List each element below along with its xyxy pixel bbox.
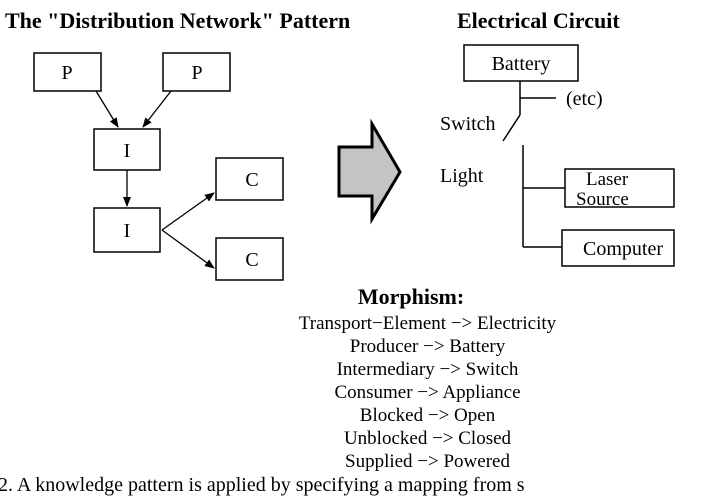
consumer-label-2: C <box>245 249 258 271</box>
morphism-item: Producer −> Battery <box>349 336 506 357</box>
intermediary-box-2: I <box>93 207 161 253</box>
laser-label-line1: Laser <box>586 169 629 190</box>
morphism-item: Consumer −> Appliance <box>334 382 521 403</box>
laser-label-line2: Source <box>576 189 629 210</box>
light-label: Light <box>440 165 484 187</box>
producer-label-2: P <box>191 62 202 84</box>
computer-box: Computer <box>561 229 675 267</box>
diagram-canvas: P P I I C C Battery (etc) Switch Light L… <box>33 44 675 281</box>
arrow-i2-to-c1 <box>161 192 215 231</box>
battery-label: Battery <box>492 53 551 75</box>
morphism-item: Blocked −> Open <box>359 405 496 426</box>
intermediary-box-1: I <box>93 128 161 171</box>
switch-label: Switch <box>440 113 496 135</box>
etc-label: (etc) <box>566 88 603 110</box>
consumer-label-1: C <box>245 169 258 191</box>
morphism-list: Transport−Element −> Electricity Produce… <box>0 312 715 473</box>
morphism-title: Morphism: <box>357 284 465 309</box>
arrow-i2-to-c2 <box>161 229 215 269</box>
battery-box: Battery <box>463 44 579 82</box>
circuit-title: Electrical Circuit <box>457 8 620 33</box>
laser-source-box: Laser Source <box>564 168 675 210</box>
morphism-item: Unblocked −> Closed <box>343 428 512 449</box>
morphism-item: Supplied −> Powered <box>345 451 510 472</box>
producer-box-2: P <box>162 52 231 92</box>
computer-label: Computer <box>583 238 663 260</box>
consumer-box-1: C <box>215 157 284 201</box>
mapping-arrow <box>337 118 402 225</box>
intermediary-label-1: I <box>124 140 131 162</box>
pattern-title: The "Distribution Network" Pattern <box>5 8 351 33</box>
arrow-p2-to-i2 <box>142 90 172 128</box>
producer-box-1: P <box>33 52 102 92</box>
intermediary-label-2: I <box>124 220 131 242</box>
switch-blade <box>502 114 521 142</box>
producer-label-1: P <box>61 62 72 84</box>
morphism-item: Transport−Element −> Electricity <box>298 313 557 334</box>
consumer-box-2: C <box>215 237 284 281</box>
arrow-p1-to-i1 <box>95 90 119 128</box>
morphism-item: Intermediary −> Switch <box>336 359 519 380</box>
